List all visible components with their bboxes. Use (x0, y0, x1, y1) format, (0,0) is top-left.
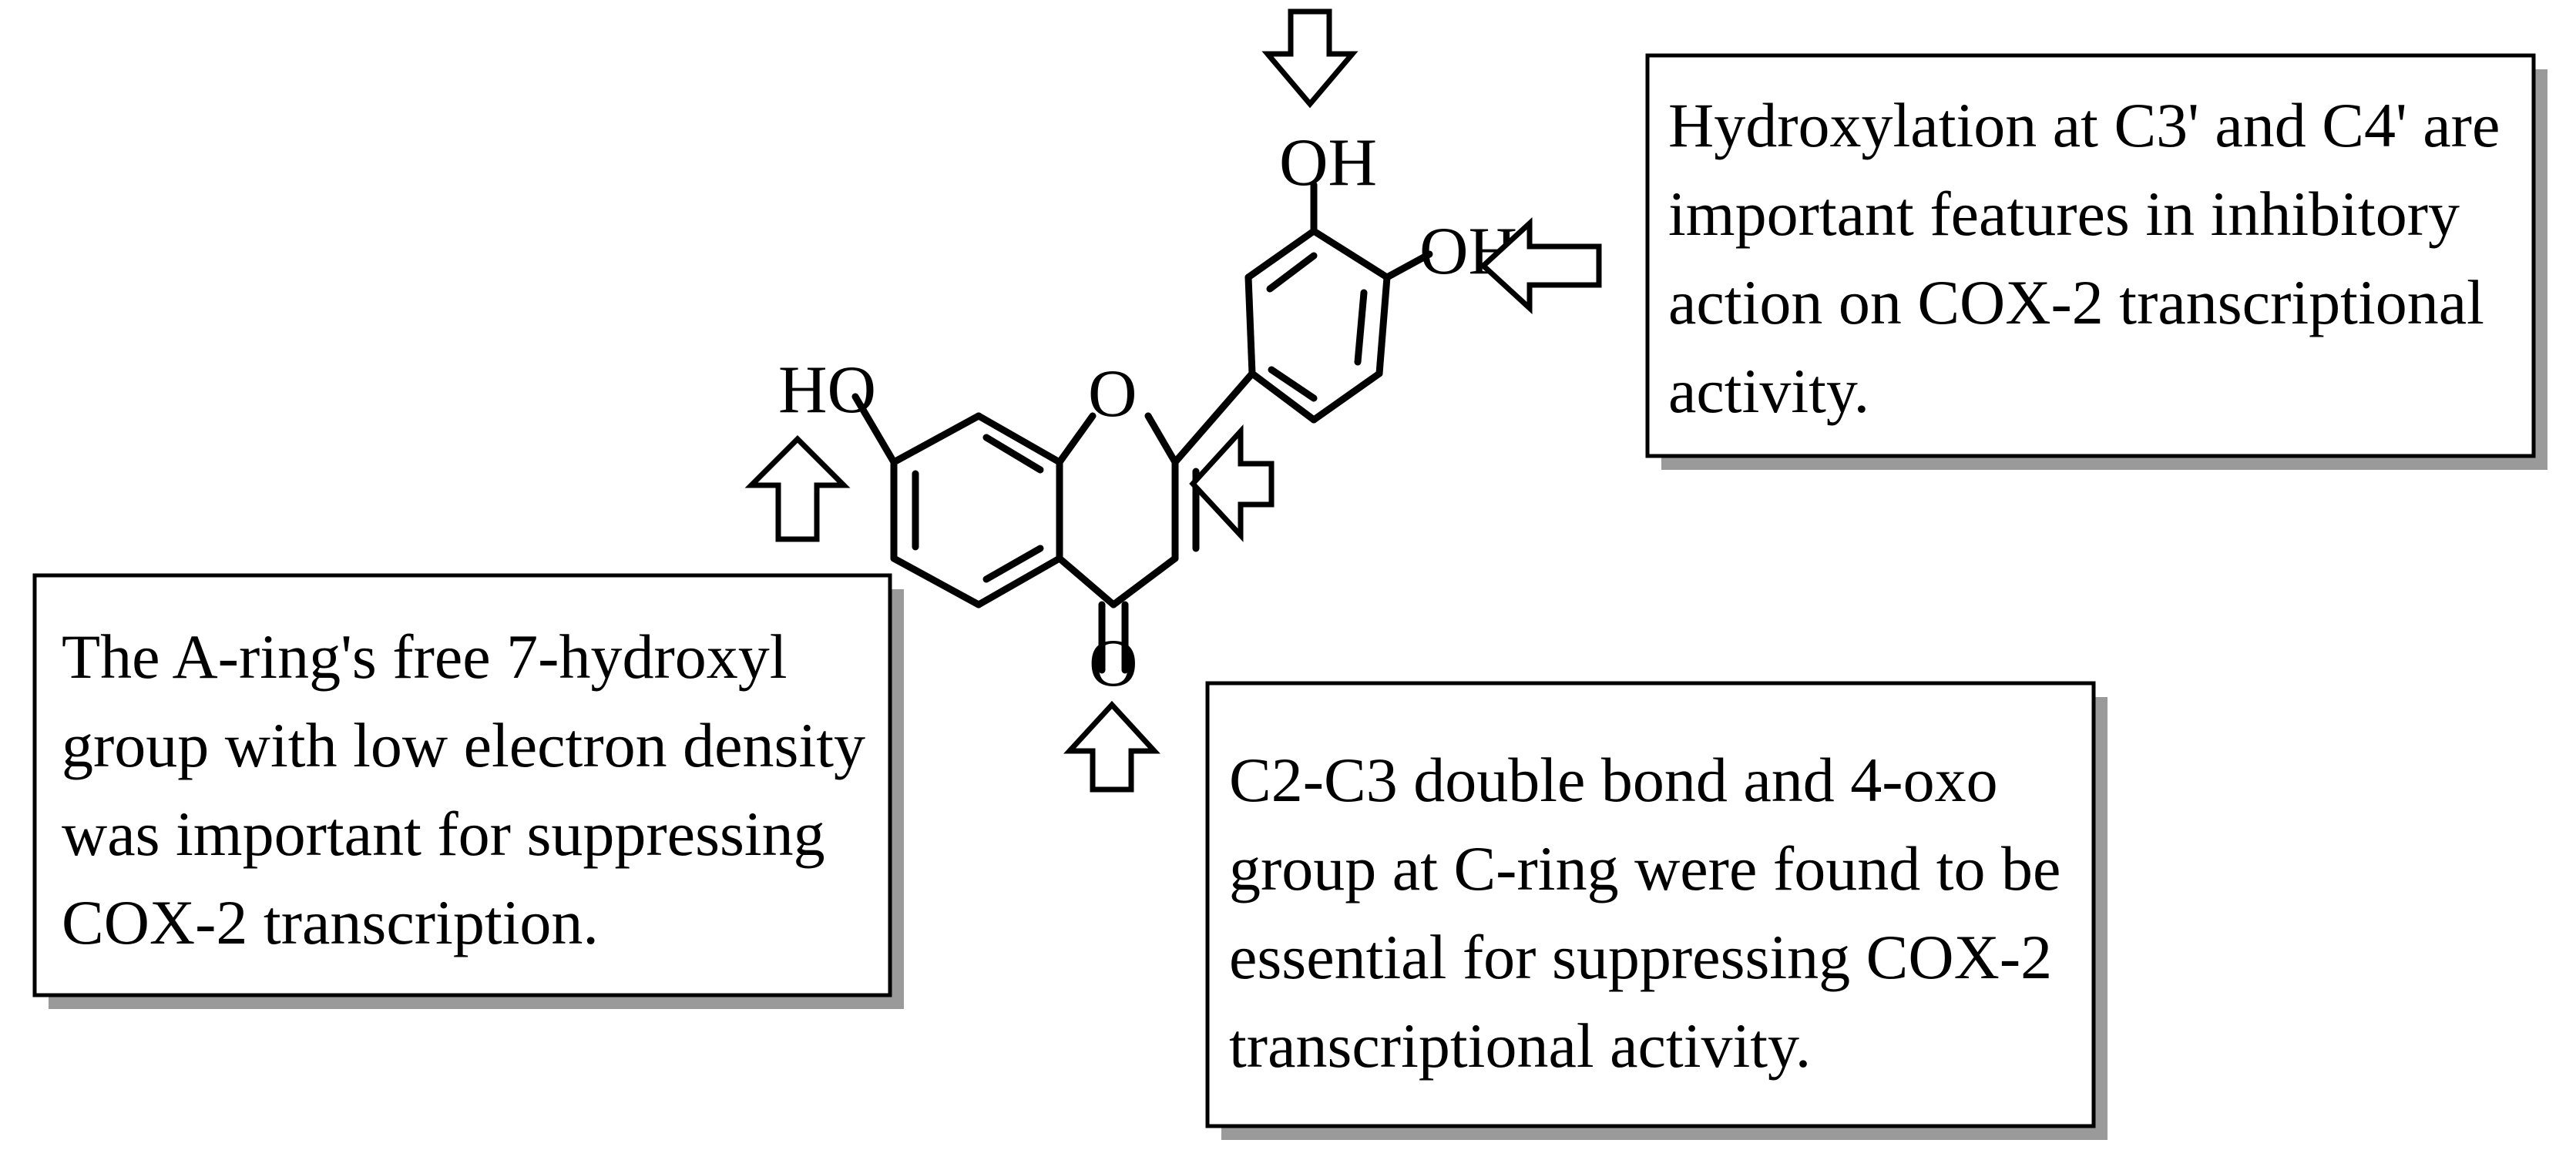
arrow-up-icon (744, 435, 851, 542)
annotation-line: important features in inhibitory (1668, 179, 2460, 249)
annotation-line: COX-2 transcription. (62, 887, 599, 957)
annotation-line: group at C-ring were found to be (1229, 833, 2060, 903)
annotation-left: The A-ring's free 7-hydroxyl group with … (32, 573, 904, 1009)
annotation-line: Hydroxylation at C3' and C4' are (1668, 90, 2500, 160)
annotation-line: The A-ring's free 7-hydroxyl (62, 622, 788, 692)
annotation-line: group with low electron density (62, 710, 865, 780)
annotation-line: was important for suppressing (62, 799, 825, 869)
molecule-bonds (851, 181, 1433, 674)
annotation-line: activity. (1668, 356, 1869, 426)
annotation-top-right: Hydroxylation at C3' and C4' are importa… (1645, 53, 2547, 470)
atom-label-ring-oxygen: O (1088, 357, 1137, 431)
svg-text:Hydroxylation at C3' and C4' a: Hydroxylation at C3' and C4' are importa… (1668, 90, 2516, 426)
annotation-line: C2-C3 double bond and 4-oxo (1229, 745, 1998, 815)
annotation-line: essential for suppressing COX-2 (1229, 922, 2052, 992)
svg-text:C2-C3 double bond and 4-oxo: C2-C3 double bond and 4-oxo group at C-r… (1229, 745, 2077, 1081)
arrow-left-icon (1189, 424, 1275, 542)
atom-label-oh-3prime: OH (1279, 126, 1377, 200)
annotation-line: action on COX-2 transcriptional (1668, 267, 2484, 337)
atom-label-carbonyl-oxygen: O (1089, 626, 1138, 701)
atom-label-ho-7: HO (778, 353, 876, 427)
annotation-bottom-right: C2-C3 double bond and 4-oxo group at C-r… (1205, 681, 2107, 1140)
arrow-up-icon (1063, 700, 1160, 793)
arrow-left-icon (1479, 217, 1602, 314)
arrow-down-icon (1261, 8, 1359, 109)
svg-text:The A-ring's free 7-hydroxyl: The A-ring's free 7-hydroxyl group with … (62, 622, 882, 957)
annotation-line: transcriptional activity. (1229, 1011, 1811, 1081)
